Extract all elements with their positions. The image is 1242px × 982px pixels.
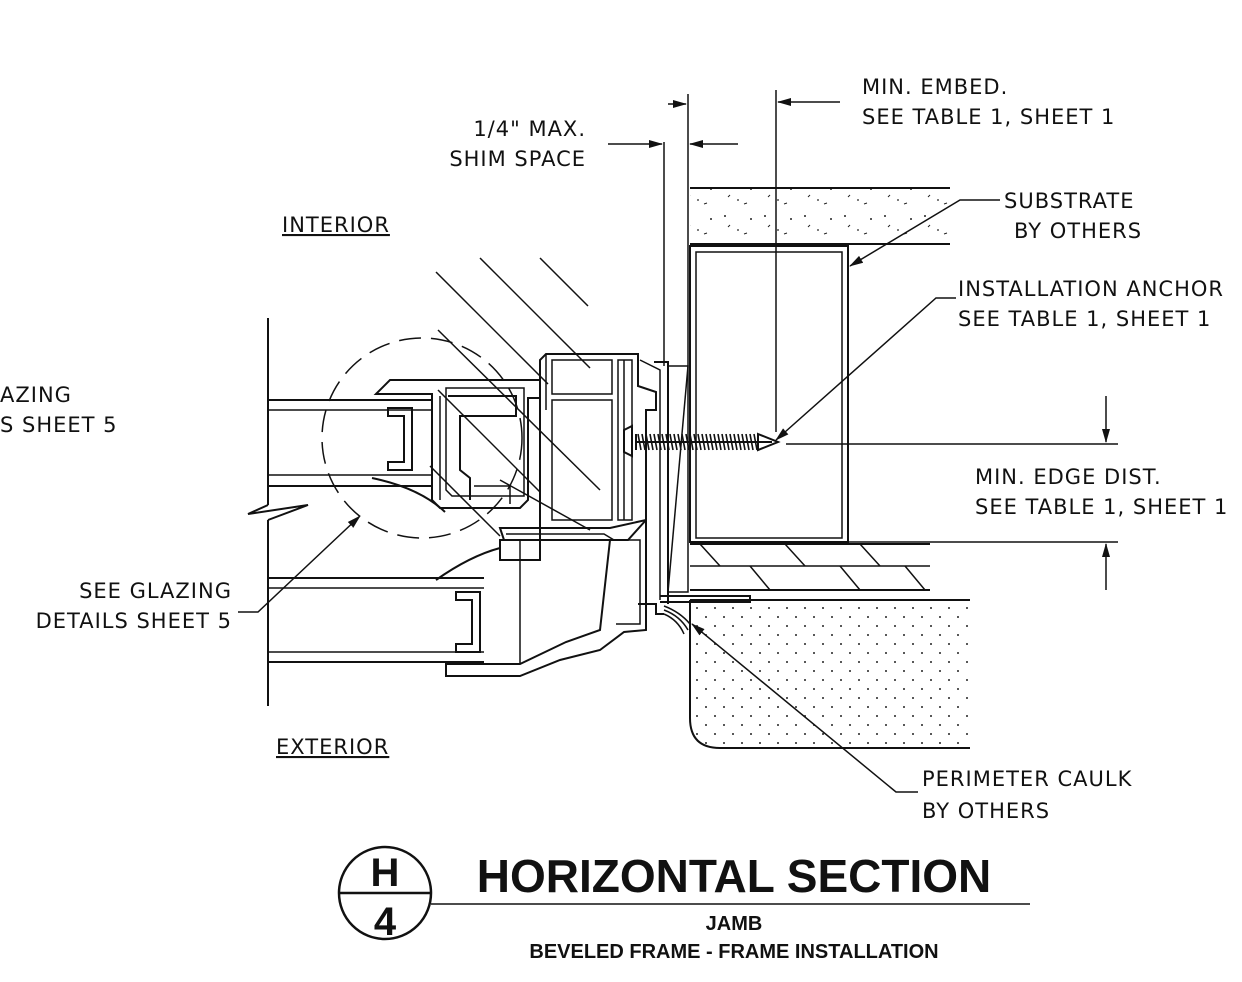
caulk-label-line2: BY OTHERS [922, 799, 1050, 823]
shim [667, 365, 689, 593]
dimension-embed [775, 90, 840, 432]
glazing-bottom-label-line2: DETAILS SHEET 5 [36, 609, 232, 633]
detail-letter: H [371, 851, 400, 895]
substrate-top [690, 187, 950, 245]
dimension-edge [690, 396, 1118, 590]
glazing-bottom-label-line1: SEE GLAZING [79, 579, 232, 603]
installation-anchor [623, 424, 781, 458]
leader-glazing [238, 515, 361, 613]
masonry-strip [690, 543, 930, 591]
anchor-label-line2: SEE TABLE 1, SHEET 1 [958, 307, 1211, 331]
leader-caulk [691, 623, 918, 793]
drawing-subtitle-1: JAMB [706, 913, 763, 935]
upper-glass-panel [268, 399, 446, 513]
sheet-number: 4 [374, 900, 397, 944]
edge-label-line1: MIN. EDGE DIST. [975, 465, 1162, 489]
leader-substrate [849, 199, 1000, 267]
leader-anchor [775, 297, 956, 441]
lower-glass-panel [268, 547, 501, 663]
substrate-bottom [689, 599, 970, 749]
perimeter-caulk [660, 595, 751, 635]
glazing-top-label-line1: AZING [0, 383, 72, 407]
interior-hatch [429, 257, 601, 537]
dimension-shim [608, 94, 738, 366]
substrate-block [689, 245, 849, 543]
shim-label-line2: SHIM SPACE [449, 147, 586, 171]
substrate-label-line2: BY OTHERS [1014, 219, 1142, 243]
caulk-label-line1: PERIMETER CAULK [922, 767, 1133, 791]
drawing-title: HORIZONTAL SECTION [477, 850, 992, 902]
exterior-label: EXTERIOR [276, 735, 389, 759]
embed-label-line1: MIN. EMBED. [862, 75, 1008, 99]
interior-label: INTERIOR [282, 213, 390, 237]
edge-label-line2: SEE TABLE 1, SHEET 1 [975, 495, 1228, 519]
title-block: H 4 HORIZONTAL SECTION JAMB BEVELED FRAM… [337, 845, 1030, 963]
anchor-label-line1: INSTALLATION ANCHOR [958, 277, 1224, 301]
glazing-top-label-line2: S SHEET 5 [0, 413, 118, 437]
glazing-detail-circle [321, 337, 523, 539]
sash-profile [373, 379, 541, 509]
shim-label-line1: 1/4" MAX. [473, 117, 586, 141]
embed-label-line2: SEE TABLE 1, SHEET 1 [862, 105, 1115, 129]
drawing-subtitle-2: BEVELED FRAME - FRAME INSTALLATION [529, 941, 938, 963]
wall-break-line [247, 318, 309, 706]
substrate-label-line1: SUBSTRATE [1004, 189, 1134, 213]
